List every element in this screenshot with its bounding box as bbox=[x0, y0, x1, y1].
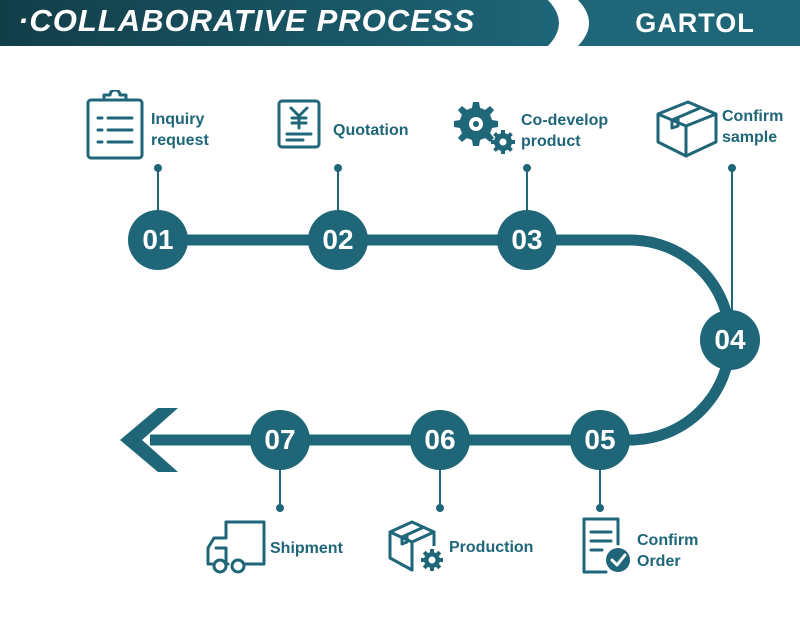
clipboard-list-icon bbox=[86, 90, 144, 160]
connectors bbox=[154, 164, 736, 512]
step-label-07: Shipment bbox=[270, 540, 343, 557]
step-node-05 bbox=[570, 410, 630, 470]
step-number-07: 07 bbox=[264, 424, 296, 455]
step-number-03: 03 bbox=[511, 224, 543, 255]
step-number-04: 04 bbox=[714, 324, 746, 355]
step-label-06: Production bbox=[449, 539, 534, 556]
yen-invoice-icon bbox=[277, 99, 321, 149]
step-number-02: 02 bbox=[322, 224, 354, 255]
document-check-icon bbox=[582, 517, 630, 574]
page-title: ·COLLABORATIVE PROCESS bbox=[18, 3, 476, 38]
step-node-04 bbox=[700, 310, 760, 370]
step-node-01 bbox=[128, 210, 188, 270]
step-number-06: 06 bbox=[424, 424, 456, 455]
step-node-03 bbox=[497, 210, 557, 270]
truck-icon bbox=[206, 520, 266, 574]
arrow-head bbox=[120, 408, 178, 472]
step-node-02 bbox=[308, 210, 368, 270]
step-nodes bbox=[128, 210, 760, 470]
banner-background bbox=[0, 0, 800, 46]
step-node-07 bbox=[250, 410, 310, 470]
step-node-06 bbox=[410, 410, 470, 470]
step-number-01: 01 bbox=[142, 224, 174, 255]
step-number-05: 05 bbox=[584, 424, 616, 455]
gears-icon bbox=[454, 102, 515, 154]
box-gear-icon bbox=[388, 520, 443, 572]
step-label-02: Quotation bbox=[333, 122, 409, 139]
box-icon bbox=[656, 100, 718, 158]
header-banner: ·COLLABORATIVE PROCESS GARTOL bbox=[0, 0, 800, 46]
brand-logo: GARTOL bbox=[635, 8, 755, 38]
